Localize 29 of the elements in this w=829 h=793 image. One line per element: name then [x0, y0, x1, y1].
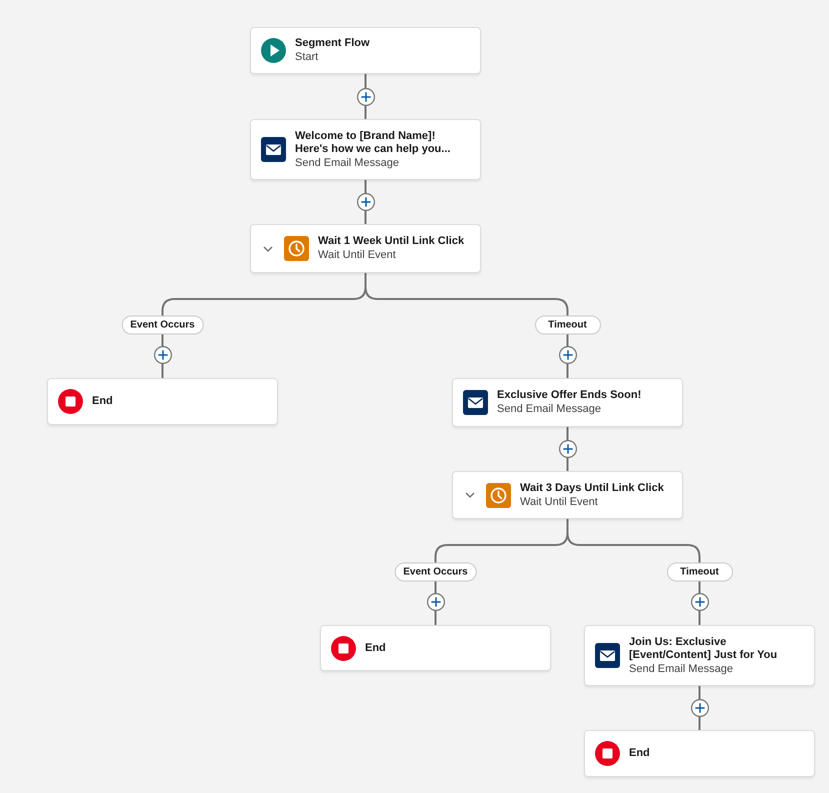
- step-title: Wait 3 Days Until Link Click: [520, 482, 664, 494]
- step-type: Wait Until Event: [318, 248, 397, 262]
- branch-label: Event Occurs: [394, 562, 477, 582]
- flow-step-card: [47, 378, 278, 425]
- step-title: Exclusive Offer Ends Soon!: [497, 389, 642, 402]
- flow-step-card: [584, 625, 815, 686]
- step-title: Welcome to [Brand Name]! Here's how we can help you...: [295, 130, 452, 156]
- step-type: Send Email Message: [295, 156, 400, 170]
- step-type: Wait Until Event: [520, 494, 599, 508]
- flow-step-card: [250, 119, 481, 180]
- branch-label: Timeout: [534, 316, 600, 334]
- step-type: Send Email Message: [629, 662, 734, 676]
- flow-step-card: [452, 471, 683, 519]
- branch-label: Timeout: [666, 562, 732, 582]
- flow-step-card: [320, 625, 551, 671]
- step-title: Wait 1 Week Until Link Click: [318, 235, 464, 248]
- flow-step-card: [250, 224, 481, 273]
- step-title: Segment Flow: [295, 37, 370, 50]
- flow-step-card: [584, 730, 815, 777]
- step-type: Send Email Message: [497, 402, 602, 416]
- step-title: Join Us: Exclusive [Event/Content] Just for You: [629, 636, 778, 662]
- connector-line: [364, 273, 568, 378]
- step-title: End: [629, 747, 650, 760]
- flow-step-card: [250, 27, 481, 74]
- step-title: End: [92, 395, 113, 408]
- step-title: End: [365, 642, 386, 654]
- step-type: Start: [295, 50, 320, 64]
- flow-step-card: [452, 378, 683, 427]
- branch-label: Event Occurs: [121, 316, 204, 334]
